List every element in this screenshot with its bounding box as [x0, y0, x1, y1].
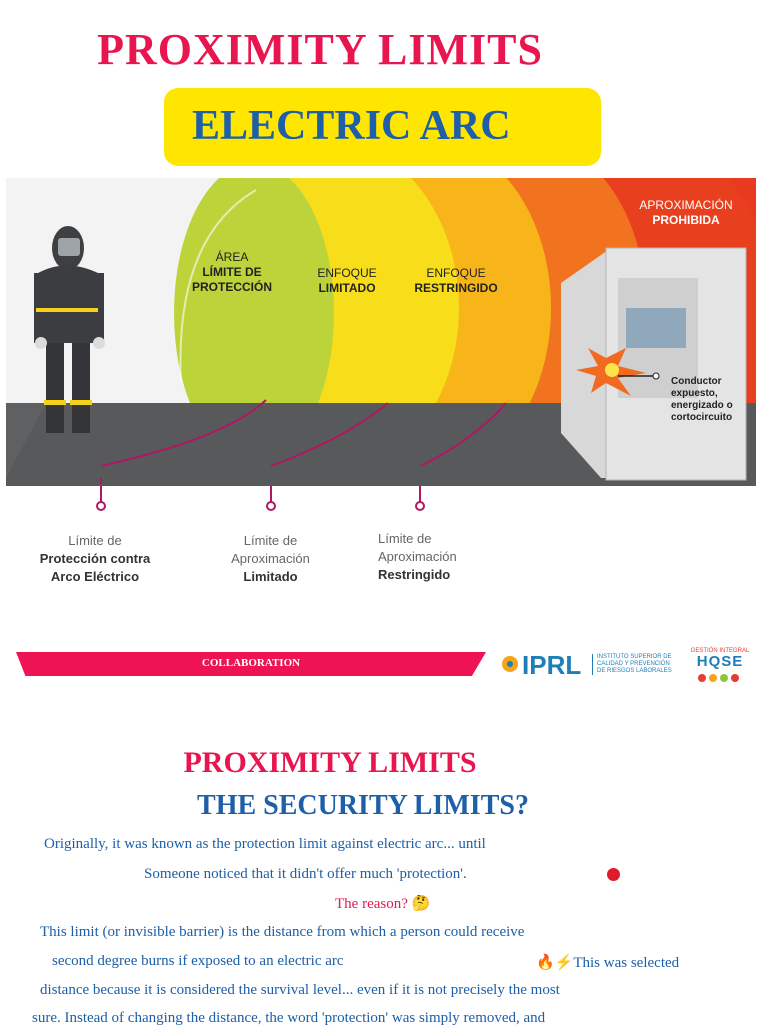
- iprl-wordmark: IPRL: [522, 650, 582, 680]
- article-subheading: THE SECURITY LIMITS?: [197, 790, 529, 821]
- limit-line: Límite de: [68, 533, 122, 548]
- hqse-wordmark: HQSE: [696, 653, 744, 670]
- conductor-note: Conductor expuesto, energizado o cortoci…: [671, 376, 733, 423]
- electric-arc-banner: ELECTRIC ARC: [164, 88, 601, 166]
- zone-line: LIMITADO: [318, 281, 376, 295]
- article-line: The reason? 🤔: [335, 896, 431, 912]
- article-line: This limit (or invisible barrier) is the…: [40, 924, 525, 940]
- zones-graphic: [6, 178, 756, 486]
- collaboration-label: COLLABORATION: [201, 657, 301, 669]
- hqse-top-text: GESTIÓN INTEGRAL: [690, 648, 750, 654]
- proximity-infographic: ÁREA LÍMITE DE PROTECCIÓN ENFOQUE LIMITA…: [6, 178, 756, 486]
- article-line: second degree burns if exposed to an ele…: [52, 953, 344, 969]
- page-title: PROXIMITY LIMITS: [97, 25, 543, 74]
- zone-protection-area: ÁREA LÍMITE DE PROTECCIÓN: [182, 250, 282, 295]
- article-line: Originally, it was known as the protecti…: [44, 836, 486, 852]
- limit-line: Límite de: [243, 533, 298, 548]
- zone-line: ENFOQUE: [317, 266, 377, 280]
- article-line: 🔥⚡This was selected: [536, 955, 680, 971]
- limit-limited-approach: Límite de Aproximación Limitado: [208, 532, 333, 586]
- zone-line: APROXIMACIÓN: [639, 198, 733, 212]
- red-circle-icon: [607, 868, 620, 881]
- banner-label: ELECTRIC ARC: [192, 103, 511, 149]
- hqse-logo: GESTIÓN INTEGRAL HQSE: [688, 648, 752, 684]
- zone-line: PROTECCIÓN: [191, 280, 272, 294]
- zone-prohibited-approach: APROXIMACIÓN PROHIBIDA: [616, 198, 756, 228]
- limit-line: Restringido: [378, 567, 451, 582]
- limit-line: Protección contra: [39, 551, 151, 566]
- limit-line: Aproximación: [378, 549, 457, 564]
- limit-line: Aproximación: [231, 551, 310, 566]
- article-line: distance because it is considered the su…: [40, 982, 560, 998]
- zone-line: ÁREA: [215, 250, 249, 264]
- iprl-gear-icon: [502, 656, 518, 672]
- zone-line: RESTRINGIDO: [414, 281, 498, 295]
- zone-line: LÍMITE DE: [202, 265, 262, 279]
- collaboration-bar: COLLABORATION: [16, 652, 486, 676]
- iprl-subtitle: INSTITUTO SUPERIOR DE CALIDAD Y PREVENCI…: [592, 654, 677, 675]
- limit-markers: [96, 486, 425, 511]
- limit-restricted-approach: Límite de Aproximación Restringido: [378, 530, 478, 584]
- hqse-dots-icon: [698, 674, 739, 682]
- zone-line: PROHIBIDA: [652, 213, 720, 227]
- zone-line: ENFOQUE: [426, 266, 486, 280]
- limit-line: Arco Eléctrico: [50, 569, 140, 584]
- limit-line: Límite de: [378, 531, 432, 546]
- article-line: Someone noticed that it didn't offer muc…: [144, 866, 467, 882]
- article-heading: PROXIMITY LIMITS: [183, 746, 477, 779]
- limit-arc-protection: Límite de Protección contra Arco Eléctri…: [20, 532, 170, 586]
- zone-limited-approach: ENFOQUE LIMITADO: [302, 266, 392, 296]
- zone-restricted-approach: ENFOQUE RESTRINGIDO: [404, 266, 508, 296]
- limit-line: Limitado: [243, 569, 298, 584]
- article-line: sure. Instead of changing the distance, …: [32, 1010, 546, 1026]
- iprl-logo: IPRL INSTITUTO SUPERIOR DE CALIDAD Y PRE…: [500, 650, 672, 680]
